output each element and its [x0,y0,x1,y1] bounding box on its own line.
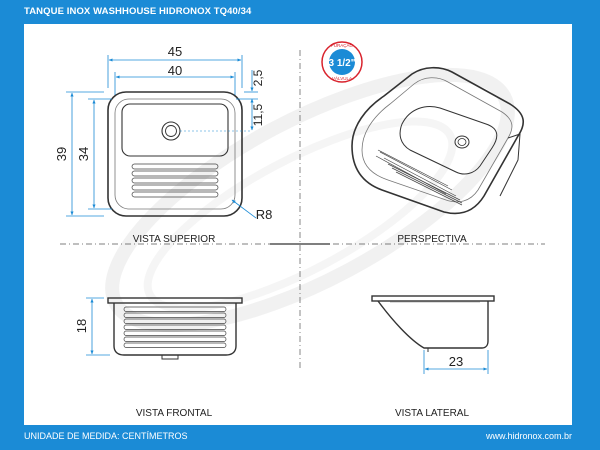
drain-size-badge [321,41,363,83]
dim-top-margin: 2,5 [251,69,265,86]
top-view-basin [121,103,229,157]
dim-inner-depth: 34 [76,147,91,161]
page-title: TANQUE INOX WASHHOUSE HIDRONOX TQ40/34 [24,6,252,17]
front-view-dimensions [86,297,110,356]
side-view-dimensions [423,350,489,374]
dim-outer-width: 45 [168,44,182,59]
center-axis-lines [60,50,545,370]
top-view-inner-rim [114,98,236,210]
top-view-dimensions [66,55,258,219]
drain-inner-icon [165,125,177,137]
label-front-view: VISTA FRONTAL [136,408,213,419]
dim-bottom-length: 23 [449,354,463,369]
dim-drain-offset: 11,5 [251,103,265,126]
dim-radius: R8 [256,207,273,222]
badge-bottom-text: VÁLVULA [332,75,352,81]
badge-value: 3 1/2" [329,58,356,69]
watermark-logo [105,67,515,333]
badge-top-text: FURAÇÃO [331,42,354,48]
front-view [107,297,243,360]
dim-inner-width: 40 [168,63,182,78]
dim-outer-depth: 39 [54,147,69,161]
label-perspective: PERSPECTIVA [397,234,467,245]
top-view-outer-rim [107,91,243,217]
unit-note: UNIDADE DE MEDIDA: CENTÍMETROS [24,431,188,441]
top-view [107,91,252,217]
dim-height: 18 [74,319,89,333]
washboard-ribs [131,163,219,198]
website-link[interactable]: www.hidronox.com.br [485,431,572,441]
label-side-view: VISTA LATERAL [395,408,470,419]
perspective-view [351,66,525,215]
side-view [371,295,495,352]
drain-outer-icon [161,121,181,141]
label-top-view: VISTA SUPERIOR [133,234,216,245]
